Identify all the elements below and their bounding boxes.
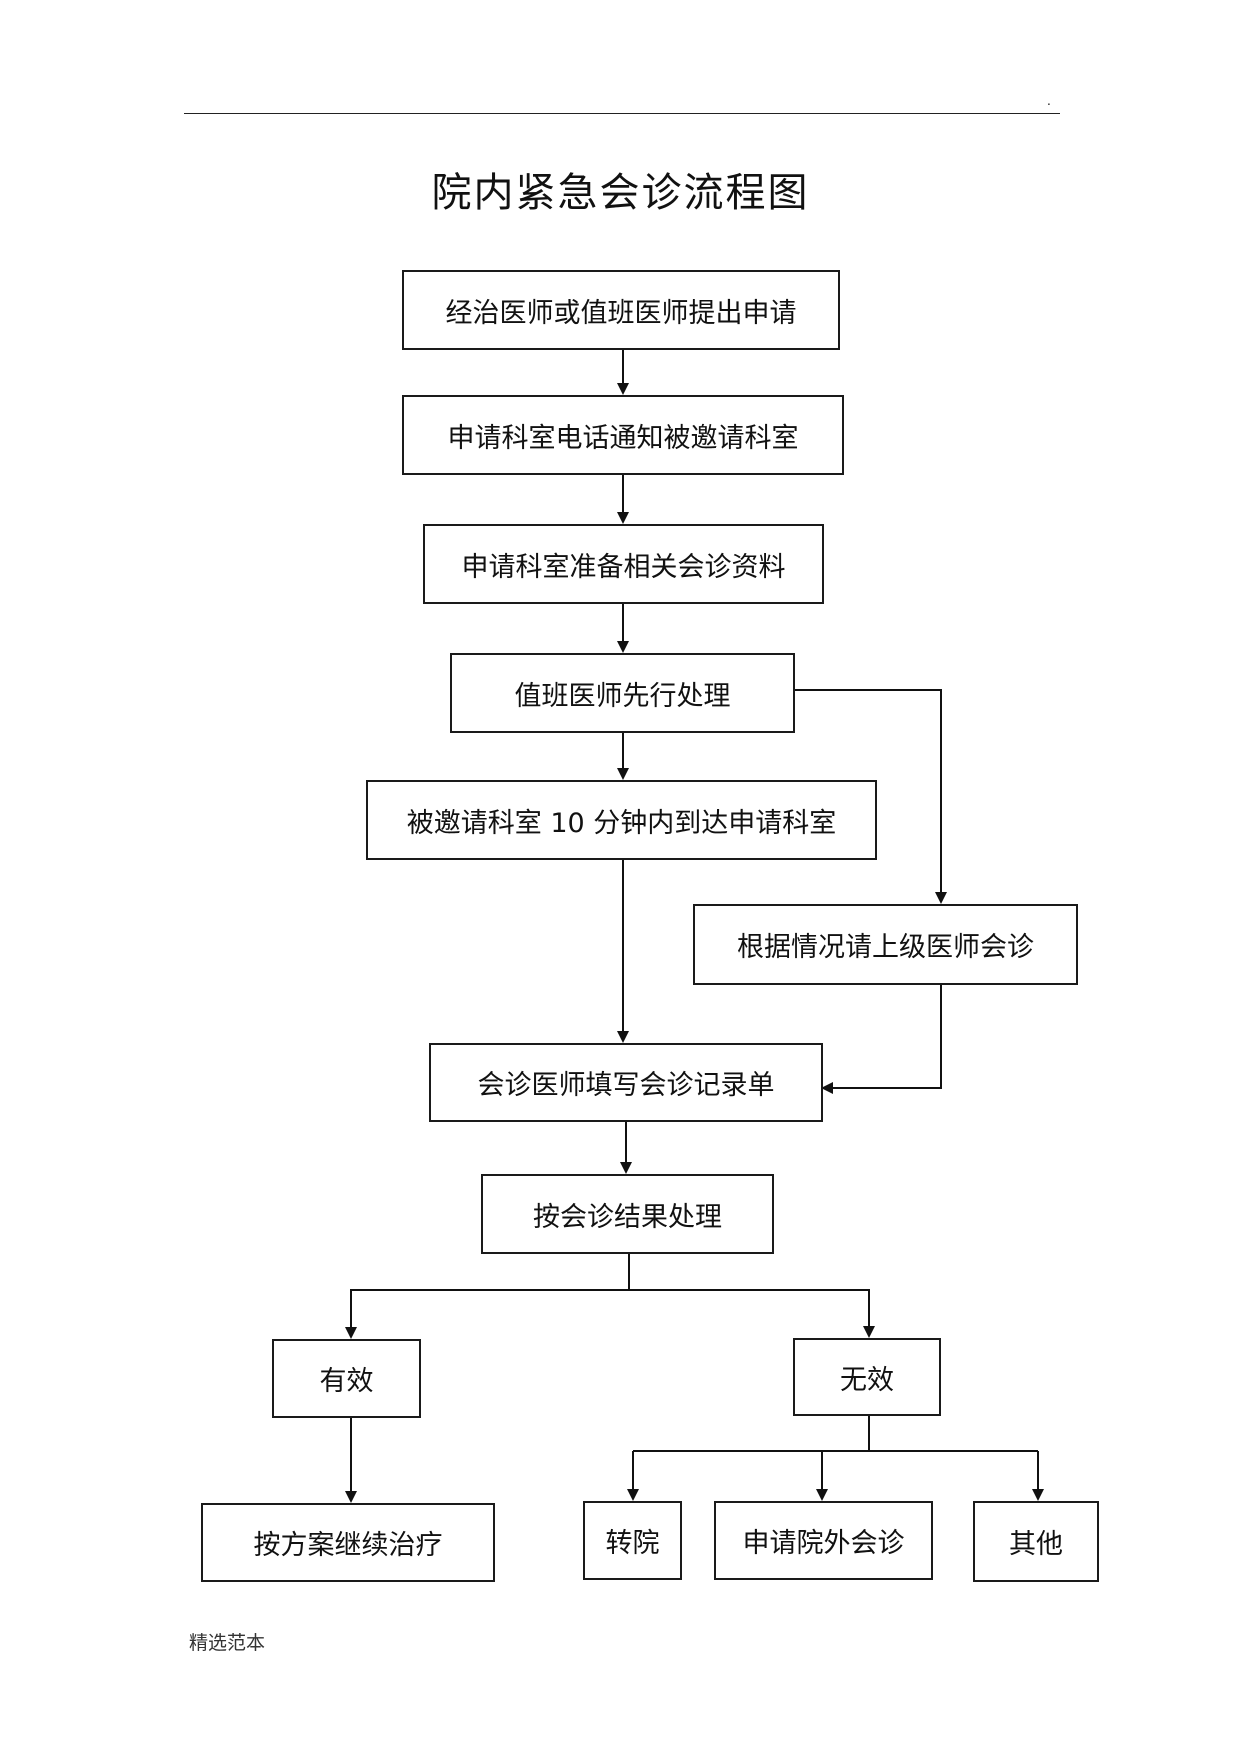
node-continue: 按方案继续治疗 [201,1503,495,1582]
header-rule [184,113,1060,114]
node-external: 申请院外会诊 [714,1501,933,1580]
edge-senior-record [821,985,942,1094]
node-first-aid: 值班医师先行处理 [450,653,795,733]
node-other: 其他 [973,1501,1099,1582]
node-prepare: 申请科室准备相关会诊资料 [423,524,824,604]
node-transfer: 转院 [583,1501,682,1580]
node-ineffective: 无效 [793,1338,941,1416]
page-title: 院内紧急会诊流程图 [431,170,810,216]
node-record: 会诊医师填写会诊记录单 [429,1043,823,1122]
node-senior: 根据情况请上级医师会诊 [693,904,1078,985]
node-result: 按会诊结果处理 [481,1174,774,1254]
edge-firstaid-senior [795,689,947,904]
header-dot: . [1047,94,1051,108]
node-notify: 申请科室电话通知被邀请科室 [402,395,844,475]
node-effective: 有效 [272,1339,421,1418]
node-apply: 经治医师或值班医师提出申请 [402,270,840,350]
node-arrive: 被邀请科室 10 分钟内到达申请科室 [366,780,877,860]
footer-label: 精选范本 [189,1632,266,1654]
edge-branch-ineffective [629,1289,875,1338]
edge-branch-effective [345,1289,629,1339]
